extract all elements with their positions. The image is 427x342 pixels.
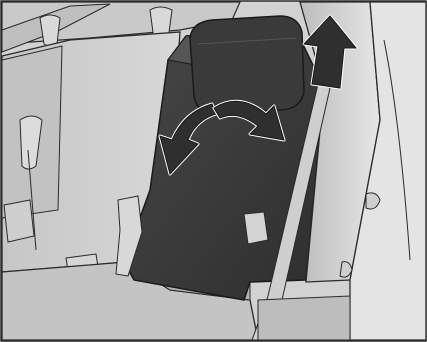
right-buckle <box>244 212 268 244</box>
headrest <box>190 16 304 112</box>
left-buckle <box>4 200 34 242</box>
floor-area <box>258 296 350 340</box>
